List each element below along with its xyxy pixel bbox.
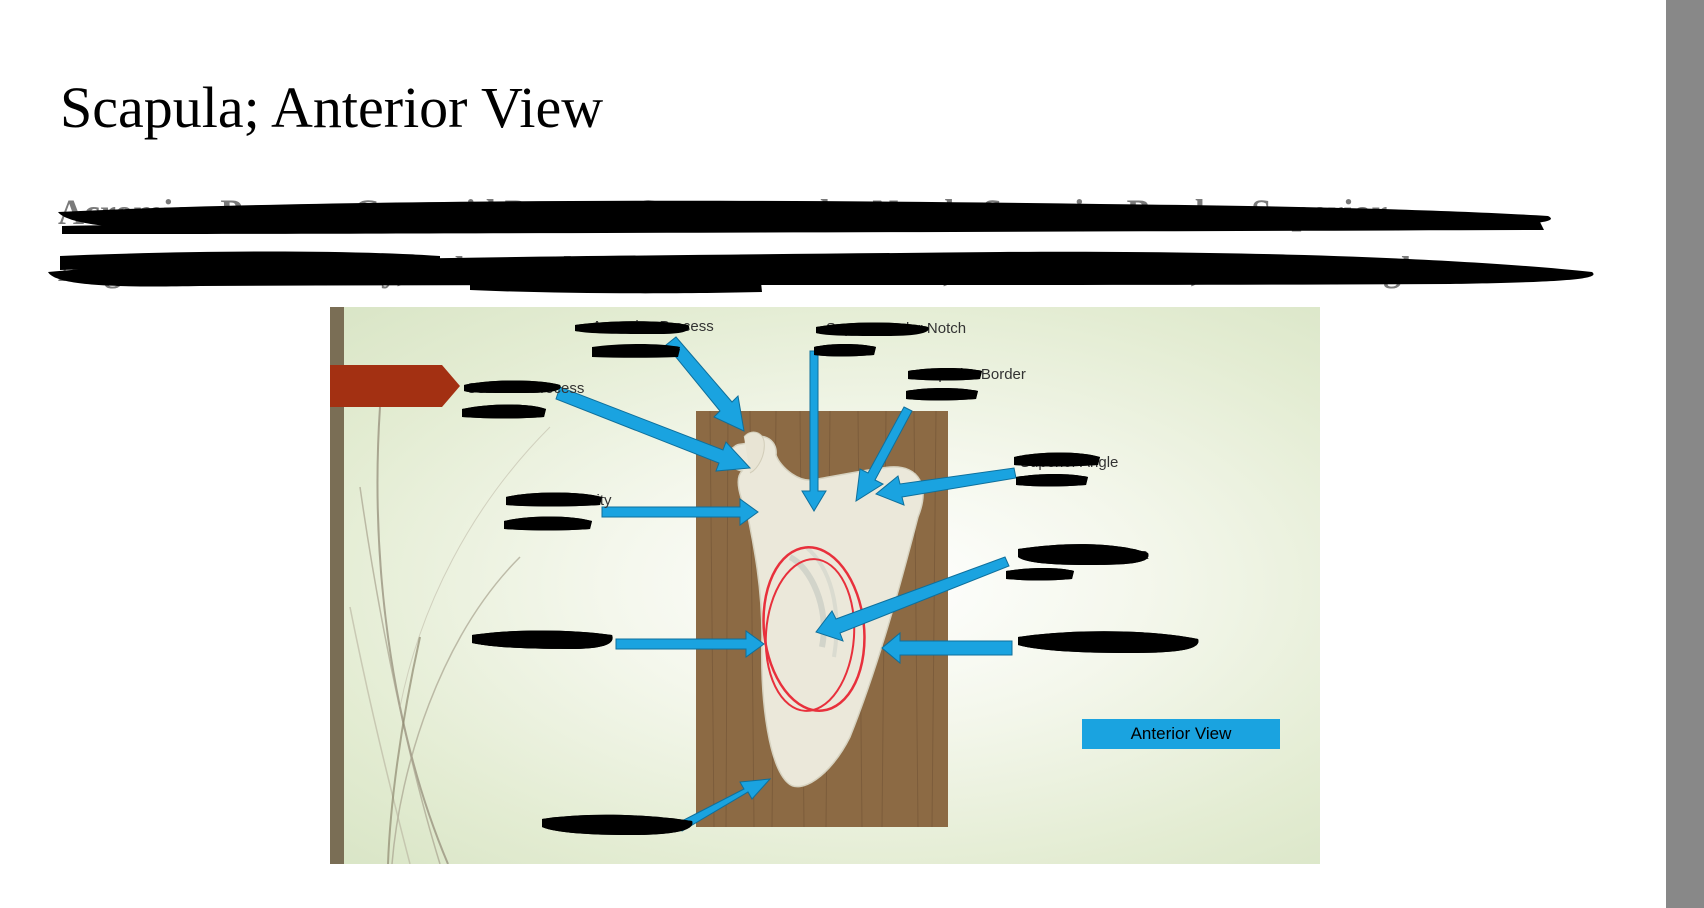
- arrow-coracoid: [555, 386, 752, 472]
- redaction-stroke: [592, 344, 680, 355]
- label-glenoid: Glenoid Cavity: [514, 492, 612, 509]
- subscapular-fossa-circle: [764, 558, 856, 712]
- label-coracoid: Coracoid Process: [466, 380, 585, 397]
- arrow-superior-angle: [875, 467, 1017, 506]
- decorative-swoosh: [399, 426, 551, 708]
- decorative-swoosh: [391, 556, 521, 864]
- acromion-bone: [743, 431, 765, 474]
- terms-line-2: Angle, Glenoid Cavity, Subscapular Fossa…: [58, 249, 1428, 289]
- document-page: Scapula; Anterior View Acromion Process,…: [48, 75, 1594, 864]
- redaction-stroke: [906, 388, 978, 401]
- left-bar: [330, 307, 344, 864]
- arrow-subscapular: [815, 556, 1010, 642]
- redaction-stroke: [814, 344, 876, 357]
- arrow-suprascapular: [801, 350, 827, 512]
- anatomy-figure: Acromion Process Suprascapular Notch Cor…: [330, 307, 1320, 864]
- arrow-acromion: [665, 336, 745, 432]
- label-superior-border: Superior Border: [920, 366, 1026, 383]
- bone-shading: [804, 545, 839, 658]
- label-medial: Medial Border: [1024, 634, 1118, 651]
- label-inferior: Inferior Angle: [556, 816, 645, 833]
- decorative-swoosh: [349, 606, 411, 864]
- redaction-stroke: [1016, 474, 1088, 487]
- slide-title: Scapula; Anterior View: [60, 75, 604, 140]
- anterior-view-badge: Anterior View: [1082, 719, 1280, 749]
- arrow-superior-border: [855, 406, 913, 502]
- scrollbar[interactable]: [1666, 0, 1704, 908]
- terms-line-1: Acromion Process, Coracoid Process, Supr…: [58, 192, 1388, 232]
- redaction-stroke: [504, 516, 592, 531]
- arrow-glenoid: [601, 498, 759, 526]
- label-acromion: Acromion Process: [592, 318, 714, 335]
- label-suprascapular: Suprascapular Notch: [826, 320, 967, 337]
- redaction-stroke: [1006, 568, 1074, 581]
- label-lateral: Lateral Border: [480, 632, 576, 649]
- decorative-swoosh: [387, 636, 421, 864]
- arrow-medial: [881, 631, 1013, 665]
- decorative-swoosh: [376, 406, 449, 864]
- decorative-swoosh: [359, 486, 441, 864]
- label-superior-angle: Superior Angle: [1020, 454, 1119, 471]
- arrow-inferior: [677, 778, 772, 832]
- redaction-stroke: [462, 404, 546, 419]
- label-subscapular: Subscapular Fossa: [1020, 546, 1149, 563]
- arrow-lateral: [615, 630, 765, 658]
- section-tab: [330, 365, 460, 407]
